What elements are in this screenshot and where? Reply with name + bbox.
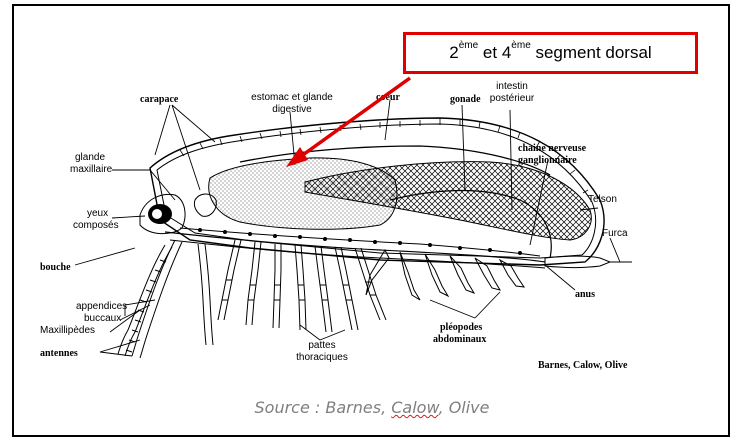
head [140,194,216,234]
label-telson: Telson [588,194,617,205]
label-maxillipedes: Maxillipèdes [40,325,95,336]
thoracic-legs [218,240,386,332]
telson [545,256,632,267]
label-pleopodes-1: pléopodes [440,322,482,333]
nerve-chain [180,228,540,256]
label-intestin-1: intestin [496,81,528,92]
label-furca: Furca [602,228,628,239]
callout-text: 2ème et 4ème segment dorsal [449,43,651,63]
label-antennes: antennes [40,348,78,359]
source-caption: Source : Barnes, Calow, Olive [0,398,744,417]
label-glande-2: maxillaire [70,164,113,175]
label-anus: anus [575,289,595,300]
label-appendices-2: buccaux [84,313,121,324]
label-pleopodes-2: abdominaux [433,334,486,345]
label-credit: Barnes, Calow, Olive [538,360,628,371]
label-chaine-2: ganglionnaire [518,155,577,166]
label-gonade: gonade [450,94,481,105]
label-yeux-2: composés [73,220,119,231]
label-estomac-1: estomac et glande [251,92,333,103]
antennae [118,240,213,358]
label-intestin-2: postérieur [490,93,535,104]
label-yeux-1: yeux [87,208,108,219]
label-chaine-1: chaine nerveuse [518,143,587,154]
label-appendices-1: appendices [76,301,127,312]
label-bouche: bouche [40,262,71,273]
label-glande-1: glande [75,152,105,163]
callout-box: 2ème et 4ème segment dorsal [403,32,698,74]
label-carapace: carapace [140,94,179,105]
label-estomac-2: digestive [272,104,312,115]
label-pattes-1: pattes [308,340,335,351]
label-pattes-2: thoraciques [296,352,348,363]
